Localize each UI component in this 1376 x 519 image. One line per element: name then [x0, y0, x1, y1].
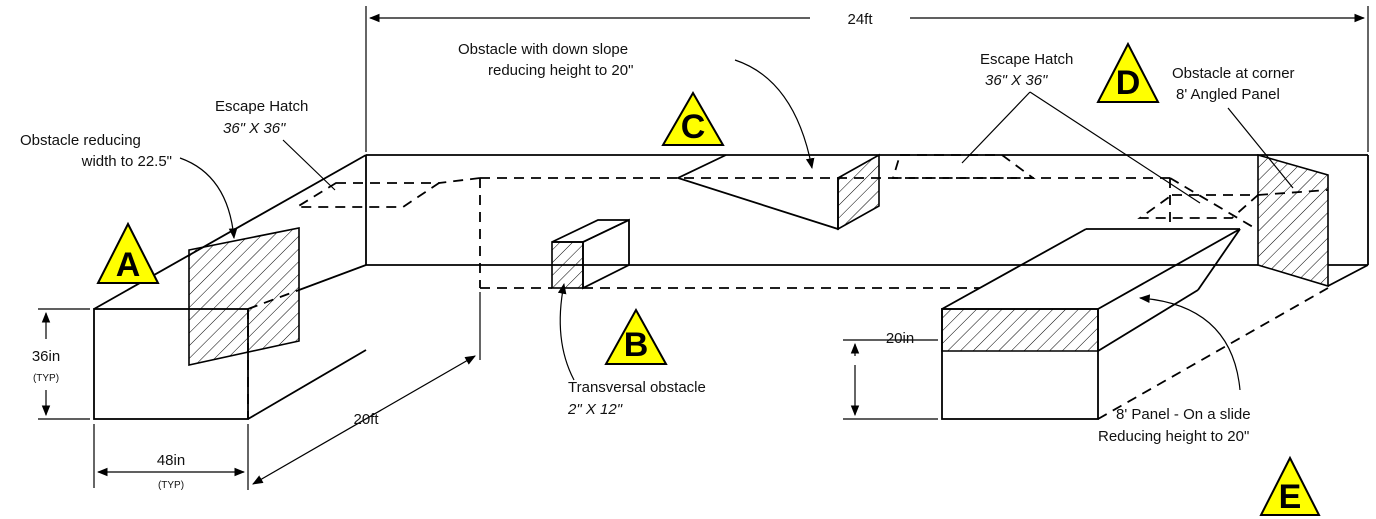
obstacle-c-caption-line2: reducing height to 20"	[488, 62, 633, 79]
marker-a-label: A	[116, 246, 141, 284]
marker-a: A	[96, 221, 160, 284]
dimension-36in: 36in (TYP)	[32, 308, 90, 420]
escape-hatch-3	[1137, 194, 1261, 219]
marker-a-triangle	[96, 221, 160, 284]
escape-hatch-1-size: 36" X 36"	[223, 120, 286, 137]
obstacle-a-caption-line2: width to 22.5"	[81, 153, 172, 170]
escape-hatch-1	[293, 182, 442, 208]
escape-hatch-2-title: Escape Hatch	[980, 51, 1073, 68]
obstacle-d-caption-line2: 8' Angled Panel	[1176, 86, 1280, 103]
dimension-24ft: 24ft	[365, 6, 1369, 152]
obstacle-a-panel	[188, 227, 300, 366]
back-tunnel	[365, 154, 1369, 266]
escape-hatch-1-title: Escape Hatch	[215, 98, 308, 115]
marker-e-label: E	[1279, 478, 1302, 516]
marker-c: C	[661, 90, 725, 146]
obstacle-d-panel	[1257, 153, 1329, 288]
dimension-48in-note: (TYP)	[158, 480, 184, 491]
obstacle-b-block	[551, 218, 630, 290]
marker-c-triangle	[661, 90, 725, 146]
obstacle-b-caption-line2: 2" X 12"	[567, 401, 623, 418]
marker-b-label: B	[624, 326, 649, 364]
marker-d-label: D	[1116, 64, 1141, 102]
marker-c-label: C	[681, 108, 706, 146]
dimension-48in: 48in (TYP)	[93, 424, 246, 491]
marker-b-triangle	[604, 307, 668, 365]
obstacle-c-slope	[675, 153, 880, 231]
dimension-20ft-label: 20ft	[353, 411, 379, 428]
marker-d-triangle	[1096, 41, 1160, 103]
right-box	[941, 228, 1369, 420]
dimension-20in-label: 20in	[886, 330, 914, 347]
obstacle-e-caption-line1: 8' Panel - On a slide	[1116, 406, 1251, 423]
obstacle-e-caption-line2: Reducing height to 20"	[1098, 428, 1249, 445]
dimension-20ft: 20ft	[247, 292, 481, 490]
dimension-20in: 20in	[843, 330, 938, 420]
marker-b: B	[604, 307, 668, 365]
obstacle-a-caption-line1: Obstacle reducing	[20, 132, 141, 149]
obstacle-d-caption-line1: Obstacle at corner	[1172, 65, 1295, 82]
dimension-36in-note: (TYP)	[33, 373, 59, 384]
dimension-48in-label: 48in	[157, 452, 185, 469]
escape-hatch-2-size: 36" X 36"	[985, 72, 1048, 89]
marker-d: D	[1096, 41, 1160, 103]
marker-e-triangle	[1259, 455, 1321, 516]
obstacle-c-caption-line1: Obstacle with down slope	[458, 41, 628, 58]
escape-hatch-2	[891, 154, 1036, 179]
obstacle-b-caption-line1: Transversal obstacle	[568, 379, 706, 396]
dimension-36in-label: 36in	[32, 348, 60, 365]
dimension-24ft-label: 24ft	[847, 11, 873, 28]
marker-e: E	[1259, 455, 1321, 516]
